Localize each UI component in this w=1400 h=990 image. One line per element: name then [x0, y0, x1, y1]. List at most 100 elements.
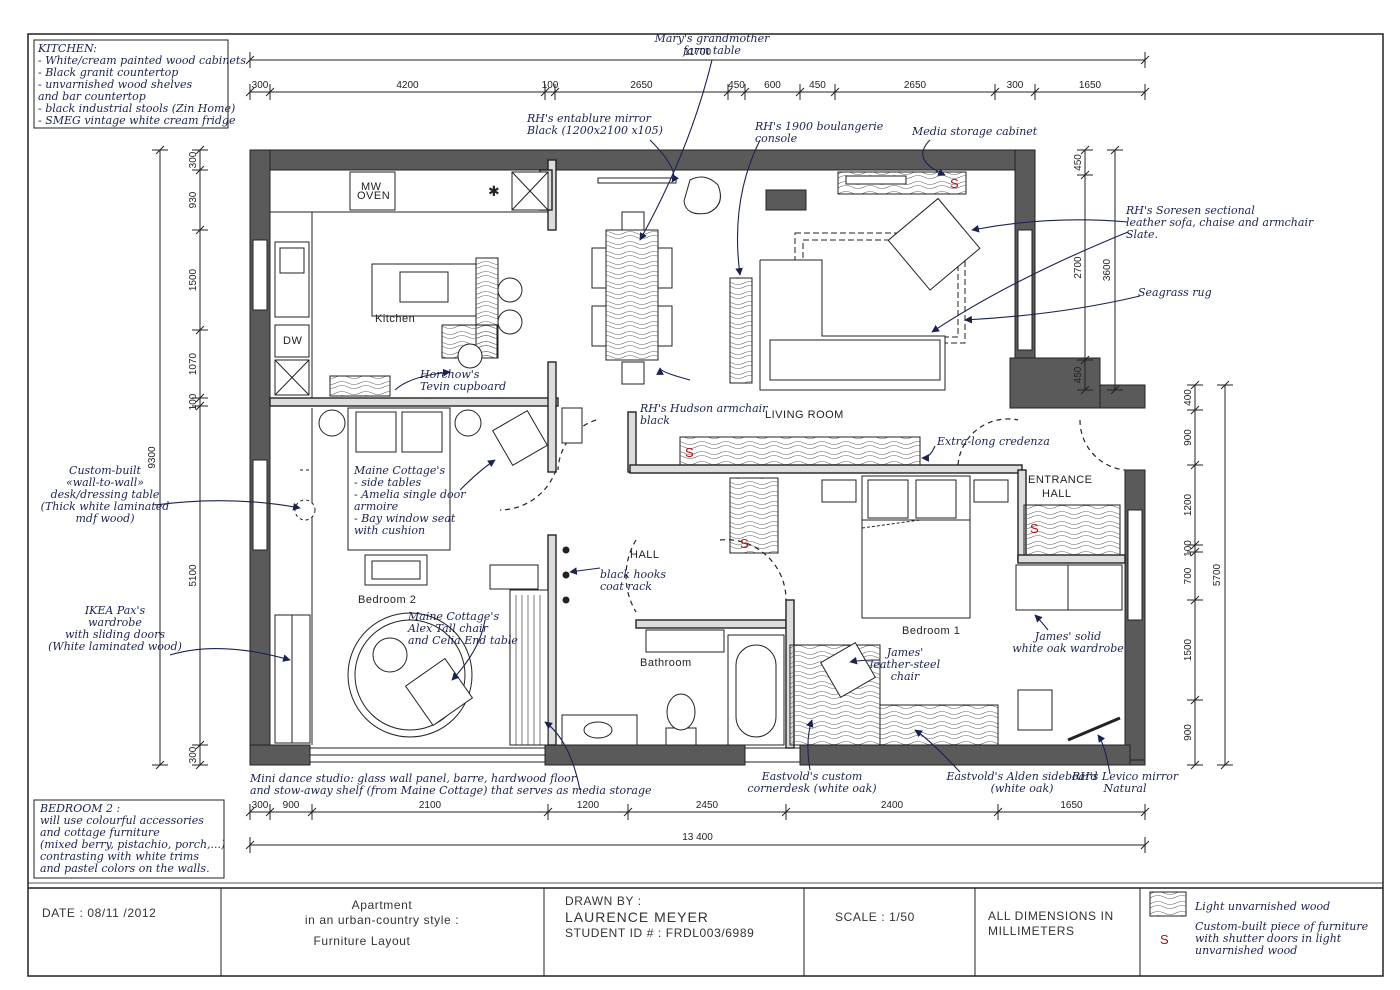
dimension-label: 2400 [881, 800, 904, 811]
annotation-levico: RH's Levico mirror [1071, 770, 1179, 783]
dimension-label: 450 [1073, 154, 1084, 171]
bedroom2-note-line: and pastel colors on the walls. [40, 862, 210, 875]
dimension-label: 450 [809, 80, 826, 91]
bedroom2-note-box [33, 799, 225, 879]
annotation-desk: Custom-built [69, 464, 141, 477]
credenza [679, 436, 921, 466]
dimension-total: 5700 [1212, 563, 1223, 586]
annotation-levico: Natural [1102, 782, 1147, 795]
annotation-desk: mdf wood) [75, 512, 134, 525]
annotation-maine1: Maine Cottage's [353, 464, 445, 477]
room-label-entrance: ENTRANCE [1028, 474, 1093, 486]
annotation-maine2: Maine Cottage's [407, 610, 499, 623]
annotation-sofa: Slate. [1126, 228, 1158, 241]
annotation-james-chair: James' [885, 646, 924, 659]
boulangerie-console [729, 277, 753, 384]
dimension-label: 300 [188, 151, 199, 168]
dimension-label: 2450 [696, 800, 719, 811]
annotation-maine2: Alex Tall chair [407, 622, 489, 635]
svg-text:S: S [740, 536, 749, 551]
svg-text:S: S [1030, 521, 1039, 536]
dimension-label: 2100 [419, 800, 442, 811]
dimension-total: 13 400 [682, 832, 713, 843]
kitchen-note-line: - unvarnished wood shelves [38, 78, 192, 91]
student-id: STUDENT ID # : FRDL003/6989 [565, 926, 754, 940]
dimension-label: 1650 [1079, 80, 1102, 91]
dimension-label: 2700 [1073, 256, 1084, 279]
annotation-console: console [755, 132, 798, 145]
room-label-kitchen: Kitchen [375, 313, 415, 325]
dimension-label: 1650 [1060, 800, 1083, 811]
hall-bath-fixtures [561, 546, 785, 746]
microwave-oven [349, 171, 396, 211]
title-line3: Furniture Layout [314, 934, 411, 948]
annotation-maine2: and Celia End table [408, 634, 518, 647]
annotation-maine1: - Bay window seat [354, 512, 456, 525]
room-label-bedroom2: Bedroom 2 [358, 594, 416, 606]
annotation-corner-desk: Eastvold's custom [761, 770, 863, 783]
kitchen-note-line: - SMEG vintage white cream fridge [38, 114, 236, 127]
bedroom2-note-line: will use colourful accessories [40, 814, 204, 827]
dishwasher [274, 324, 310, 358]
windows [252, 229, 1143, 763]
annotation-sideboard: (white oak) [991, 782, 1054, 795]
kitchen-note-line: - black industrial stools (Zin Home) [38, 102, 235, 115]
annotation-desk: «wall-to-wall» [66, 476, 144, 489]
room-label-living: LIVING ROOM [765, 409, 844, 421]
kitchen-note-line: - Black granit countertop [38, 66, 178, 79]
dimension-label: 300 [188, 746, 199, 763]
annotation-dance: Mini dance studio: glass wall panel, bar… [249, 772, 577, 785]
dimension-label: 600 [764, 80, 781, 91]
svg-text:HALL: HALL [1042, 488, 1072, 500]
bedroom2-note-line: BEDROOM 2 : [39, 802, 120, 815]
drawn-by: DRAWN BY : [565, 894, 642, 908]
title-block [220, 888, 1187, 976]
annotation-desk: desk/dressing table [51, 488, 160, 501]
dining-table [591, 176, 721, 385]
dimension-label: 1500 [188, 268, 199, 291]
kitchen-cabinets [270, 171, 549, 398]
svg-text:OVEN: OVEN [357, 190, 390, 202]
dimension-label: 2650 [630, 80, 653, 91]
scale: SCALE : 1/50 [835, 910, 915, 924]
dimension-label: 300 [252, 800, 269, 811]
dimension-label: 100 [542, 80, 559, 91]
dimension-label: 300 [1007, 80, 1024, 91]
bedroom2-note-line: and cottage furniture [40, 826, 160, 839]
sheet-border [27, 33, 1384, 977]
dimension-label: 900 [1183, 429, 1194, 446]
dimension-label: 450 [728, 80, 745, 91]
svg-text:S: S [950, 176, 959, 191]
dimension-label: 900 [283, 800, 300, 811]
author: LAURENCE MEYER [565, 909, 709, 925]
bedroom2-furniture [274, 407, 583, 746]
annotation-hudson: black [640, 414, 670, 427]
dimension-label: 1200 [577, 800, 600, 811]
annotation-ikea: wardrobe [88, 616, 142, 629]
dimension-label: 4200 [396, 80, 419, 91]
annotation-sofa: leather sofa, chaise and armchair [1126, 216, 1314, 229]
annotation-mirror: RH's entablure mirror [526, 112, 652, 125]
annotation-hooks: black hooks [600, 568, 666, 581]
living-furniture [679, 171, 981, 466]
kitchen-note: KITCHEN:- White/cream painted wood cabin… [37, 42, 246, 127]
annotation-dance: and stow-away shelf (from Maine Cottage)… [250, 784, 652, 797]
annotation-media: Media storage cabinet [911, 125, 1038, 138]
annotation-sofa: RH's Soresen sectional [1125, 204, 1255, 217]
room-label-bedroom1: Bedroom 1 [902, 625, 960, 637]
room-label-bathroom: Bathroom [640, 657, 692, 669]
annotation-farm-table: Mary's grandmother [654, 32, 771, 45]
annotation-hooks: coat rack [600, 580, 652, 593]
dimension-label: 700 [1183, 567, 1194, 584]
annotation-james-wardrobe: James' solid [1033, 630, 1101, 643]
svg-text:MW: MW [361, 181, 382, 193]
dimension-label: 1070 [188, 352, 199, 375]
annotation-ikea: (White laminated wood) [48, 640, 182, 653]
annotation-horchow: Tevin cupboard [420, 380, 506, 393]
dimension-total: 11700 [684, 47, 712, 58]
dims-note: ALL DIMENSIONS IN [988, 909, 1114, 923]
